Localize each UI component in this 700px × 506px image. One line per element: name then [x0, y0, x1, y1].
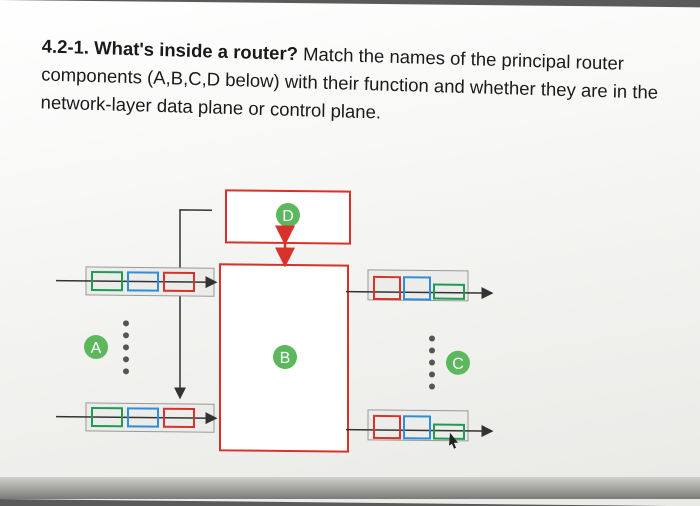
router-diagram: D B [40, 170, 510, 465]
input-port-bottom [56, 403, 216, 433]
svg-text:A: A [91, 340, 102, 357]
question-number: 4.2-1. [42, 35, 90, 57]
desk-edge [0, 477, 700, 499]
question-heading: What's inside a router? [94, 37, 298, 64]
svg-text:C: C [452, 356, 464, 373]
forwarding-table-line [180, 210, 212, 398]
output-port-top [346, 270, 492, 302]
output-port-bottom [346, 410, 492, 442]
input-port-top [56, 267, 216, 297]
question-text: 4.2-1. What's inside a router? Match the… [40, 32, 681, 135]
badge-c: C [446, 351, 470, 375]
input-ports-ellipsis [123, 320, 129, 374]
svg-text:D: D [282, 208, 294, 225]
badge-a: A [84, 335, 108, 359]
output-ports-ellipsis [429, 335, 435, 389]
svg-text:B: B [280, 350, 291, 367]
